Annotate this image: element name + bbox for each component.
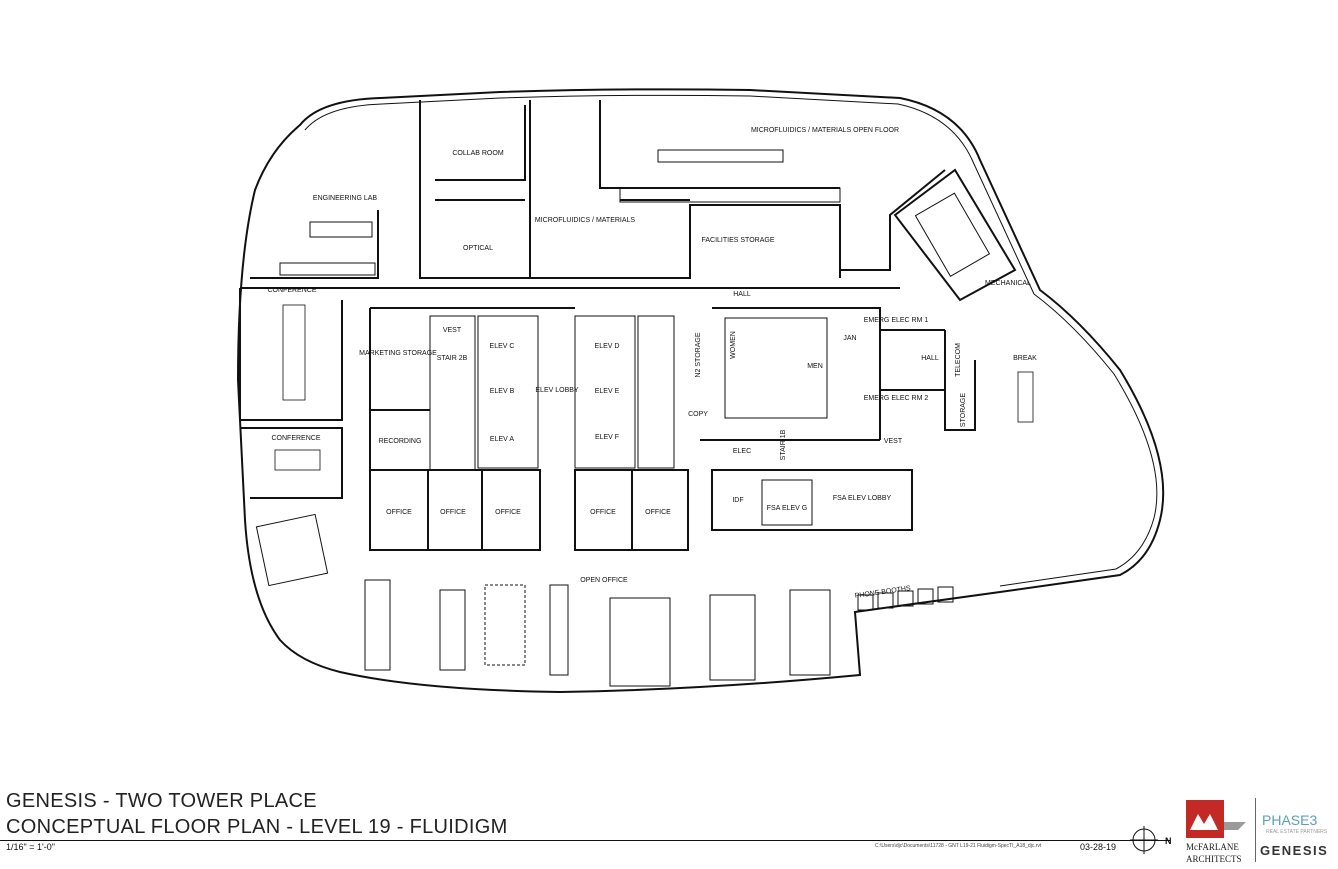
office-walls [369, 469, 689, 551]
firm-name-line1: McFARLANE [1186, 842, 1239, 852]
core-walls [369, 307, 945, 531]
label-hall-east: HALL [921, 355, 939, 362]
drawing-date: 03-28-19 [1080, 842, 1117, 852]
label-jan: JAN [843, 335, 856, 342]
firm-name-line2: ARCHITECTS [1186, 854, 1242, 864]
drawing-scale: 1/16" = 1'-0" [6, 842, 55, 852]
label-idf: IDF [732, 497, 743, 504]
label-elev-e: ELEV E [595, 388, 620, 395]
label-men: MEN [807, 363, 823, 370]
label-recording: RECORDING [379, 438, 422, 445]
label-emerg-elec-2: EMERG ELEC RM 2 [864, 395, 929, 402]
label-phone-booths: PHONE BOOTHS [854, 585, 911, 600]
label-women: WOMEN [730, 331, 737, 359]
label-collab-room: COLLAB ROOM [452, 150, 504, 157]
label-n2-storage: N2 STORAGE [695, 332, 702, 377]
phase3-subtitle: REAL ESTATE PARTNERS [1266, 829, 1328, 835]
label-emerg-elec-1: EMERG ELEC RM 1 [864, 317, 929, 324]
label-telecom: TELECOM [955, 343, 962, 377]
north-arrow-icon [1130, 826, 1158, 854]
label-elev-lobby: ELEV LOBBY [535, 387, 579, 394]
conference-table-a [282, 304, 306, 401]
label-open-office: OPEN OFFICE [580, 577, 628, 584]
label-microfluidics-materials: MICROFLUIDICS / MATERIALS [535, 217, 636, 224]
label-hall-north: HALL [733, 291, 751, 298]
title-rule [0, 840, 1170, 841]
label-office-2: OFFICE [440, 509, 466, 516]
label-elev-f: ELEV F [595, 434, 619, 441]
label-break: BREAK [1013, 355, 1037, 362]
phase3-logo: PHASE3 [1262, 812, 1318, 828]
label-elec: ELEC [733, 448, 751, 455]
label-elev-a: ELEV A [490, 436, 514, 443]
label-mechanical: MECHANICAL [985, 280, 1031, 287]
label-engineering-lab: ENGINEERING LAB [313, 195, 378, 202]
workstation-clusters [255, 513, 831, 687]
label-copy: COPY [688, 411, 708, 418]
label-facilities-storage: FACILITIES STORAGE [701, 237, 774, 244]
label-storage-east: STORAGE [960, 393, 967, 427]
label-office-1: OFFICE [386, 509, 412, 516]
east-zone-walls [893, 168, 1034, 431]
label-microfluidics-open: MICROFLUIDICS / MATERIALS OPEN FLOOR [751, 127, 899, 134]
label-elev-b: ELEV B [490, 388, 515, 395]
label-conference-b: CONFERENCE [271, 435, 320, 442]
phone-booths [857, 586, 954, 611]
file-path: C:\Users\djc\Documents\11728 - GNT L19-2… [875, 843, 1042, 849]
label-stair-1b: STAIR 1B [780, 429, 787, 460]
label-optical: OPTICAL [463, 245, 493, 252]
building-outline [236, 88, 1165, 694]
drawing-title-line1: GENESIS - TWO TOWER PLACE [6, 790, 317, 812]
conference-table-b [274, 449, 321, 471]
label-stair-2b: STAIR 2B [437, 355, 468, 362]
label-elev-d: ELEV D [595, 343, 620, 350]
building-inner-outline [304, 94, 1158, 587]
label-fsa-elev-g: FSA ELEV G [767, 505, 807, 512]
genesis-logo: GENESIS [1260, 843, 1329, 858]
west-zone-walls [239, 288, 343, 499]
label-elev-c: ELEV C [490, 343, 515, 350]
label-vest-east: VEST [884, 438, 903, 445]
mcfarlane-logo-icon [1186, 800, 1246, 838]
north-label: N [1165, 836, 1172, 846]
label-fsa-elev-lobby: FSA ELEV LOBBY [833, 495, 892, 502]
drawing-title-line2: CONCEPTUAL FLOOR PLAN - LEVEL 19 - FLUID… [6, 816, 508, 838]
label-vest-west: VEST [443, 327, 462, 334]
label-marketing-storage: MARKETING STORAGE [359, 350, 437, 357]
label-conference-a: CONFERENCE [267, 287, 316, 294]
logo-divider [1255, 798, 1256, 862]
label-office-4: OFFICE [590, 509, 616, 516]
north-zone-walls [240, 100, 946, 289]
label-office-3: OFFICE [495, 509, 521, 516]
lab-benches [279, 149, 841, 276]
label-office-5: OFFICE [645, 509, 671, 516]
